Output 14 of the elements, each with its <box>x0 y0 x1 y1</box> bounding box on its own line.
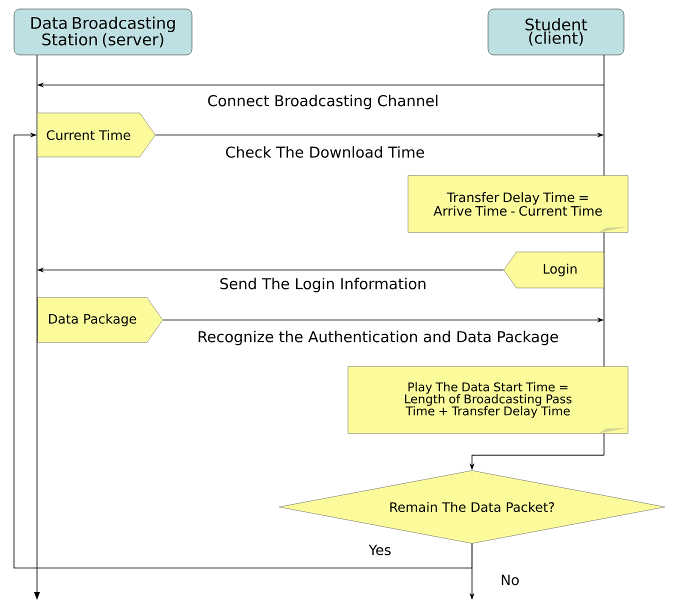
participant-box: Data Broadcasting Station (server) <box>14 8 192 56</box>
edge-label: Check The Download Time <box>224 145 426 159</box>
pentagon-tag: Login <box>504 252 604 288</box>
note-box: Transfer Delay Time = Arrive Time - Current Time <box>408 175 628 233</box>
arrow <box>14 132 472 568</box>
edge-label: Yes <box>368 544 392 556</box>
edge-label: Send The Login Information <box>218 276 428 294</box>
pentagon-tag: Current Time <box>37 112 156 158</box>
lifeline <box>34 54 40 600</box>
edge-label: Connect Broadcasting Channel <box>206 94 440 110</box>
note-box: Play The Data Start Time = Length of Broadcasting Pass Time + Transfer Delay Time <box>348 366 628 434</box>
participant-box: Student (client) <box>488 8 624 56</box>
edge-label: Recognize the Authentication and Data Package <box>196 330 560 346</box>
pentagon-tag: Data Package <box>38 297 163 343</box>
